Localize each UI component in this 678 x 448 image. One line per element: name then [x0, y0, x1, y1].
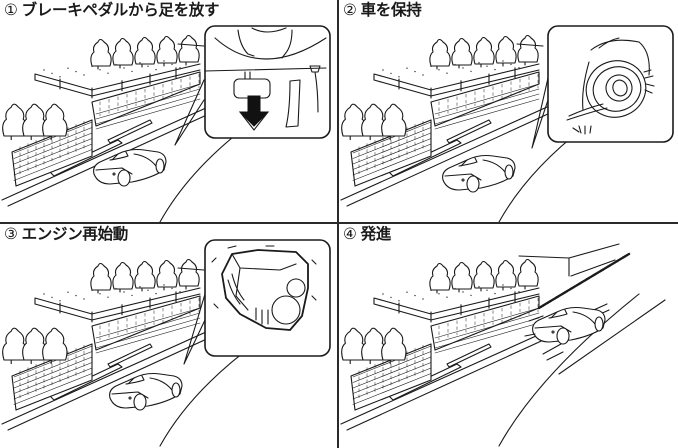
inset-brake-pedal: [204, 25, 331, 139]
step-number: ③: [4, 225, 18, 243]
inset-brake-caliper: [547, 25, 674, 143]
background-scene: [1, 34, 301, 223]
vertical-divider: [337, 0, 339, 448]
car: [109, 372, 183, 411]
car: [532, 306, 606, 345]
callout-lines: [174, 79, 205, 146]
scene-illustration: [1, 25, 331, 223]
scene-illustration: [1, 239, 331, 447]
horizontal-divider: [0, 222, 678, 224]
step-label: 発進: [360, 225, 392, 243]
step-number: ②: [343, 1, 357, 19]
scene-illustration: [340, 25, 674, 223]
step-number: ④: [343, 225, 357, 243]
step-number: ①: [4, 1, 18, 19]
background-scene: [340, 34, 640, 223]
step-label: 車を保持: [360, 1, 422, 19]
motion-lines: [524, 315, 564, 361]
car: [442, 154, 516, 193]
step-label: エンジン再始動: [21, 225, 129, 243]
step-label: ブレーキペダルから足を放す: [21, 1, 220, 19]
inset-engine: [204, 239, 331, 357]
callout-lines: [531, 77, 549, 149]
car: [93, 148, 167, 187]
callout-lines: [183, 293, 206, 365]
scene-illustration: [340, 243, 666, 447]
background-scene: [340, 243, 666, 447]
